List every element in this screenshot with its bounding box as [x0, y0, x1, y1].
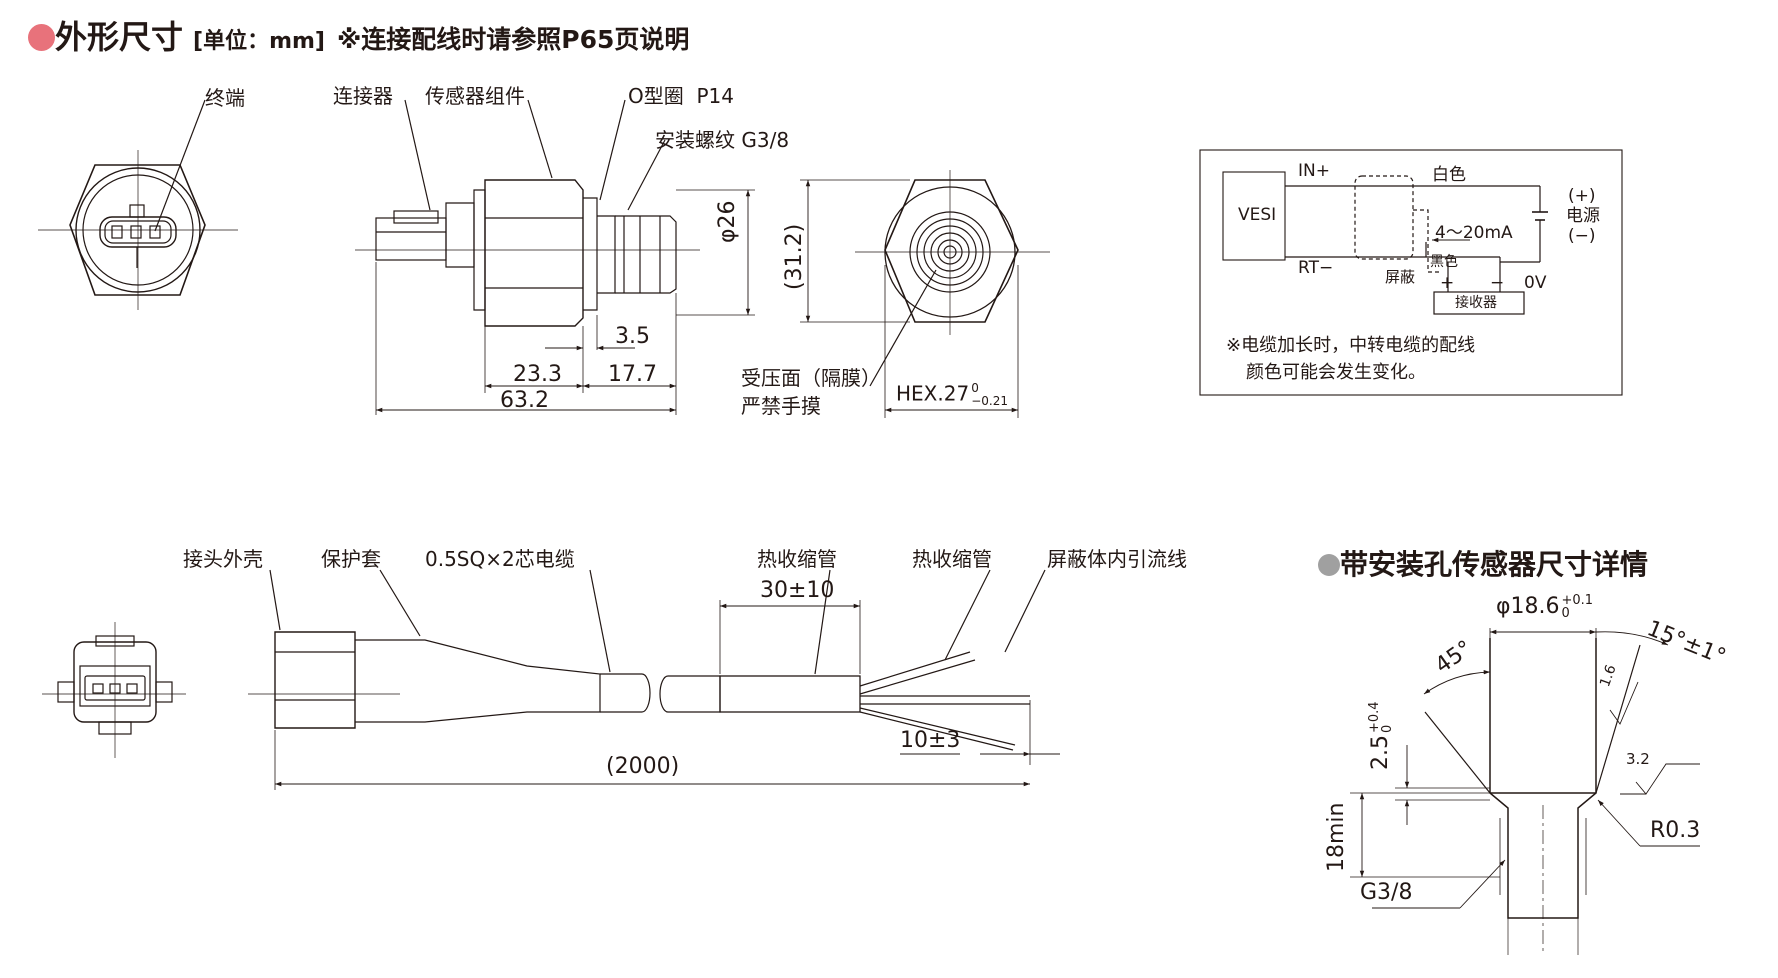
- oring-size: P14: [696, 84, 734, 108]
- current-range-label: 4～20mA: [1435, 223, 1513, 243]
- port-detail-bullet-icon: [1318, 554, 1340, 576]
- in-plus-label: IN+: [1298, 161, 1330, 181]
- depth-2-5-value: 2.5: [1368, 735, 1393, 770]
- terminal-label: 终端: [205, 86, 245, 110]
- oring-name: O型圈: [628, 84, 684, 108]
- receiver-label: 接收器: [1455, 295, 1497, 311]
- dim-23-3-label: 23.3: [513, 362, 562, 387]
- protective-sleeve-label: 保护套: [321, 547, 381, 571]
- roughness-3-2-label: 3.2: [1626, 750, 1650, 768]
- header-bullet-icon: [28, 24, 55, 51]
- power-minus-label: (−): [1568, 226, 1596, 246]
- dim-3-5-label: 3.5: [615, 324, 650, 349]
- port-diameter-tol-upper: +0.1: [1561, 593, 1594, 608]
- unit-label: [单位：mm]: [193, 29, 325, 54]
- rt-minus-label: RT−: [1298, 258, 1334, 278]
- receiver-minus-label: −: [1490, 273, 1505, 293]
- shield-label: 屏蔽: [1385, 268, 1416, 286]
- dim-30-label: 30±10: [760, 578, 835, 603]
- heat-shrink-label-2: 热收缩管: [912, 547, 992, 571]
- cable-spec-label: 0.5SQ×2芯电缆: [425, 547, 575, 571]
- power-label: 电源: [1566, 206, 1600, 226]
- connector-housing-label: 接头外壳: [183, 547, 263, 571]
- diameter-26-label: φ26: [715, 200, 740, 243]
- hex-tol-lower: −0.21: [971, 394, 1008, 408]
- dim-2000-label: (2000): [606, 754, 680, 779]
- depth-2-5-tol-lower: 0: [1380, 724, 1395, 733]
- power-plus-label: (+): [1568, 186, 1596, 206]
- port-diameter-value: φ18.6: [1496, 594, 1560, 619]
- port-detail-title: 带安装孔传感器尺寸详情: [1340, 548, 1649, 581]
- depth-18min-label: 18min: [1324, 802, 1349, 872]
- no-touch-label: 严禁手摸: [741, 394, 821, 418]
- sensor-side-view: [355, 99, 755, 415]
- wiring-reference-note: ※连接配线时请参照P65页说明: [336, 25, 690, 54]
- dim-63-2-label: 63.2: [500, 388, 549, 413]
- heat-shrink-label-1: 热收缩管: [757, 547, 837, 571]
- zero-volt-label: 0V: [1524, 273, 1547, 293]
- hex-value: HEX.27: [896, 381, 970, 406]
- sensor-end-view: [800, 170, 1050, 418]
- receiver-plus-label: +: [1440, 273, 1455, 293]
- terminal-front-view: [38, 99, 238, 310]
- dim-17-7-label: 17.7: [608, 362, 657, 387]
- page-title: 外形尺寸: [55, 18, 184, 56]
- width-31-2-label: (31.2): [782, 223, 807, 290]
- hex-tol-upper: 0: [971, 381, 979, 395]
- vesi-label: VESI: [1238, 205, 1277, 225]
- cable-assembly: [42, 569, 1060, 790]
- thread-g3-8-label: G3/8: [1360, 880, 1413, 905]
- sensor-assembly-label: 传感器组件: [425, 84, 525, 108]
- white-wire-label: 白色: [1432, 165, 1466, 185]
- drain-wire-label: 屏蔽体内引流线: [1047, 547, 1187, 571]
- cable-note-line2: 颜色可能会发生变化。: [1246, 362, 1426, 383]
- port-diameter-tol-lower: 0: [1561, 606, 1570, 621]
- thread-label: 安装螺纹 G3/8: [655, 128, 790, 152]
- dim-10-label: 10±3: [900, 728, 961, 753]
- diaphragm-label: 受压面（隔膜）: [741, 366, 881, 390]
- wiring-diagram: [1199, 149, 1623, 396]
- main-header: 外形尺寸 [单位：mm] ※连接配线时请参照P65页说明: [28, 12, 689, 58]
- black-wire-label: 黑色: [1430, 254, 1458, 270]
- radius-0-3-label: R0.3: [1650, 818, 1701, 843]
- port-detail-header: 带安装孔传感器尺寸详情: [1318, 543, 1648, 583]
- port-detail-section: [1350, 628, 1700, 955]
- connector-label: 连接器: [333, 84, 393, 108]
- oring-label: O型圈 P14: [628, 86, 734, 106]
- cable-note-line1: ※电缆加长时，中转电缆的配线: [1226, 335, 1476, 356]
